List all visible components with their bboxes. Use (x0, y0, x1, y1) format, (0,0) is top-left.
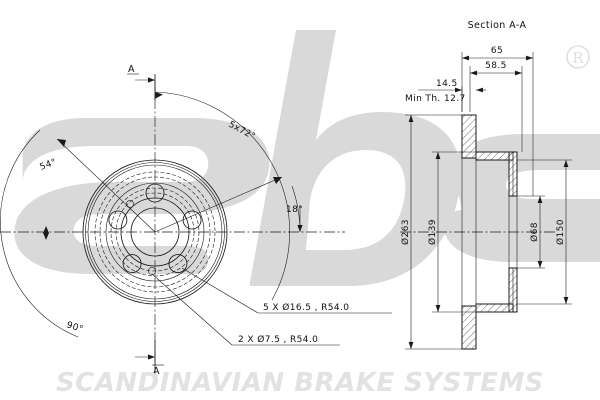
callout-label-bolt-holes: 5 X Ø16.5 , R54.0 (263, 302, 349, 313)
dim-585-arrow-right (515, 70, 522, 76)
dim-68-arrow-bottom (537, 261, 543, 268)
dim-label-139: Ø139 (427, 219, 438, 245)
arc-5x72-degrees (154, 91, 290, 301)
bolt-hole-3 (168, 254, 188, 274)
hub-flange-hidden (110, 187, 200, 277)
dim-145-arrow (455, 87, 462, 93)
disc-friction-band-inner (94, 171, 216, 293)
angle-label-18: 18° (286, 205, 303, 215)
dim-139-arrow-top (435, 152, 441, 159)
dim-label-263: Ø263 (400, 219, 411, 245)
pilot-hole-2 (148, 267, 156, 275)
disc-inner-edge-hidden (99, 176, 211, 288)
radial-leader-upper-left (56, 138, 156, 233)
bolt-circle (115, 192, 195, 272)
hub-flange-outer (105, 182, 205, 282)
svg-text:R: R (572, 49, 584, 67)
bolt-hole-4 (122, 254, 142, 274)
dim-label-145: 14.5 (436, 79, 458, 89)
dim-label-65: 65 (491, 46, 503, 56)
section-marker-top-label: A (128, 64, 135, 75)
arc-arrow-54-end (43, 232, 49, 240)
section-view-title: Section A-A (468, 20, 527, 31)
bolt-hole-1 (145, 183, 165, 203)
dim-label-68: Ø68 (529, 222, 540, 242)
leader-arrow-lr (273, 177, 282, 184)
registered-trademark-icon: R (566, 45, 590, 69)
arc-90-degrees (0, 129, 79, 338)
dim-68-arrow-top (537, 196, 543, 203)
dim-65-arrow-right (526, 55, 533, 61)
company-wordmark: SCANDINAVIAN BRAKE SYSTEMS (55, 368, 545, 398)
dim-18-arrowhead (297, 225, 303, 232)
hub-face-circle (120, 197, 190, 267)
dim-150-arrow-bottom (563, 297, 569, 304)
section-marker-bottom-label: A (153, 366, 160, 377)
bolt-hole-2 (182, 210, 202, 230)
sbs-watermark-glyphs (14, 30, 600, 286)
bolt-hole-5 (108, 210, 128, 230)
disc-outer-edge (82, 159, 228, 305)
pilot-hole-1 (126, 200, 134, 208)
dim-label-585: 58.5 (485, 61, 507, 71)
callout-leader-pilot-holes (151, 273, 233, 346)
center-bore (130, 207, 180, 257)
dim-label-150: Ø150 (555, 219, 566, 245)
dim-150-arrow-top (563, 160, 569, 167)
dim-145-arrow-b (476, 87, 483, 93)
disc-outer-edge-inner (85, 162, 225, 302)
section-marker-top-arrowhead (148, 77, 155, 83)
dim-263-arrow-top (408, 115, 414, 122)
dim-label-min-thickness: Min Th. 12.7 (405, 94, 466, 104)
dim-585-arrow-left (470, 70, 477, 76)
arc-arrow-top (155, 92, 163, 99)
dim-139-arrow-bottom (435, 305, 441, 312)
radial-leader-lower-right (154, 176, 283, 233)
dim-263-arrow-bottom (408, 342, 414, 349)
arc-arrow-54-start (43, 226, 49, 234)
callout-leader-bolt-holes (181, 267, 259, 314)
leader-arrow-ul (57, 139, 66, 147)
callout-label-pilot-holes: 2 X Ø7.5 , R54.0 (238, 334, 318, 345)
section-marker-bottom-arrowhead (148, 354, 155, 360)
dim-65-arrow-left (462, 55, 469, 61)
disc-friction-band-outer (87, 164, 223, 300)
